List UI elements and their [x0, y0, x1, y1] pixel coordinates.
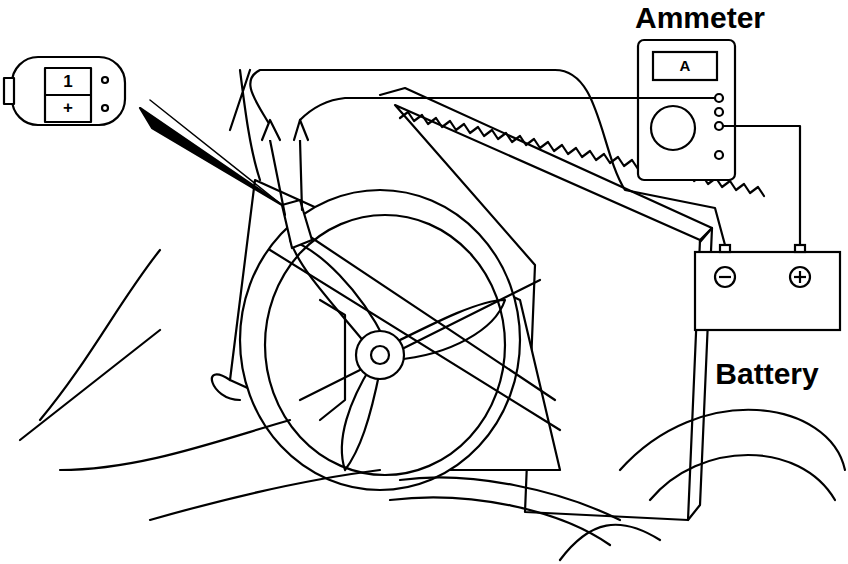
symbol-bar [719, 276, 731, 278]
meter-terminal [715, 108, 723, 116]
engine-part [150, 374, 380, 520]
connector-pin-hole [102, 105, 108, 111]
fan-hub [356, 331, 404, 379]
fan-ring [240, 190, 520, 490]
battery-post [795, 245, 805, 252]
fan-hub-center [371, 346, 389, 364]
pointer-arrow [150, 100, 282, 205]
connector-pin-hole [102, 77, 108, 83]
fan-blade [390, 300, 505, 360]
ammeter: AmmeterA [595, 0, 795, 185]
meter-display [653, 52, 717, 80]
meter-terminal [715, 94, 723, 102]
fan-connector [282, 200, 312, 248]
meter-case [638, 40, 735, 180]
wire [300, 98, 640, 120]
battery-case [695, 252, 840, 330]
pin-number: 1 [62, 73, 73, 92]
fan-strut [270, 230, 560, 430]
meter-terminal [715, 151, 723, 159]
battery: Battery [690, 245, 845, 395]
part-name: Ammeter [635, 1, 765, 34]
part-name: Battery [715, 357, 818, 390]
meter-unit: A [680, 58, 691, 75]
fan-blade [342, 365, 380, 470]
connector-face [45, 68, 91, 122]
symbol-bar [799, 271, 801, 283]
connector-divider [45, 94, 91, 96]
meter-lead [638, 97, 715, 99]
fan-ring-inner [265, 215, 505, 475]
connector-inset [12, 57, 125, 125]
meter-terminal [715, 122, 723, 130]
test-probe [262, 120, 308, 140]
test-lead [270, 140, 302, 215]
wire [795, 126, 800, 245]
positive-symbol [790, 267, 810, 287]
engine-part [560, 410, 845, 560]
hood-edge [230, 70, 260, 180]
battery-post [720, 245, 730, 252]
meter-dial [651, 106, 695, 150]
engine-outline [20, 250, 290, 470]
connector-tab [4, 78, 14, 104]
pin-polarity: + [62, 99, 74, 118]
fan-motor-bracket [320, 300, 345, 420]
pointer-arrow [140, 108, 282, 205]
meter-lead [723, 125, 795, 127]
negative-symbol [715, 267, 735, 287]
